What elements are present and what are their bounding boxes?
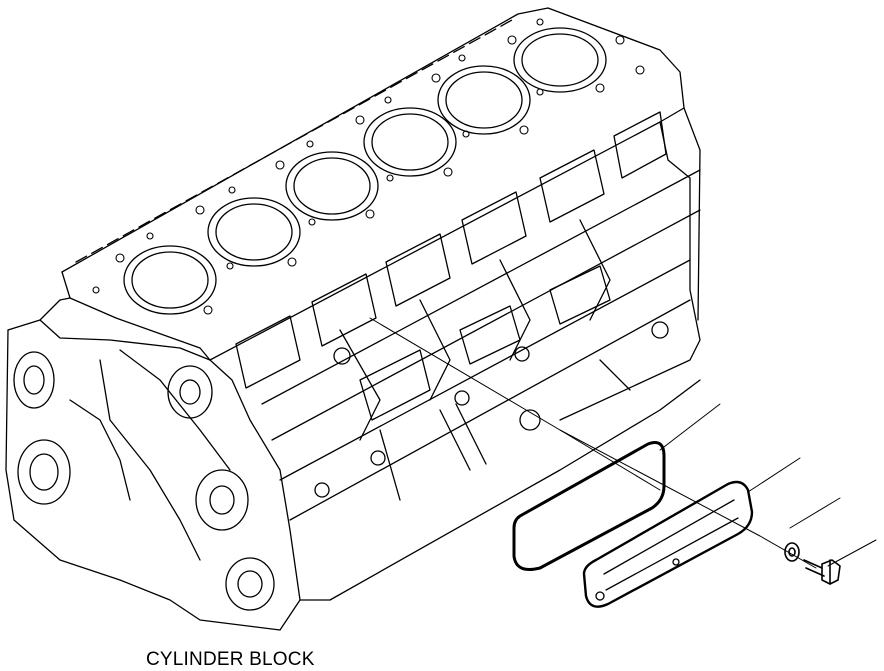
cylinder-bores [123,27,607,315]
side-cover-plate [582,480,754,608]
leader-lines [369,317,877,569]
bolt [803,559,841,585]
drawing-caption: CYLINDER BLOCK [146,649,315,670]
cylinder-block [5,7,701,631]
deck-holes [92,18,645,315]
cover-gasket [512,441,666,571]
side-openings [235,111,667,389]
block-ribs [261,169,701,521]
washer [784,542,800,562]
